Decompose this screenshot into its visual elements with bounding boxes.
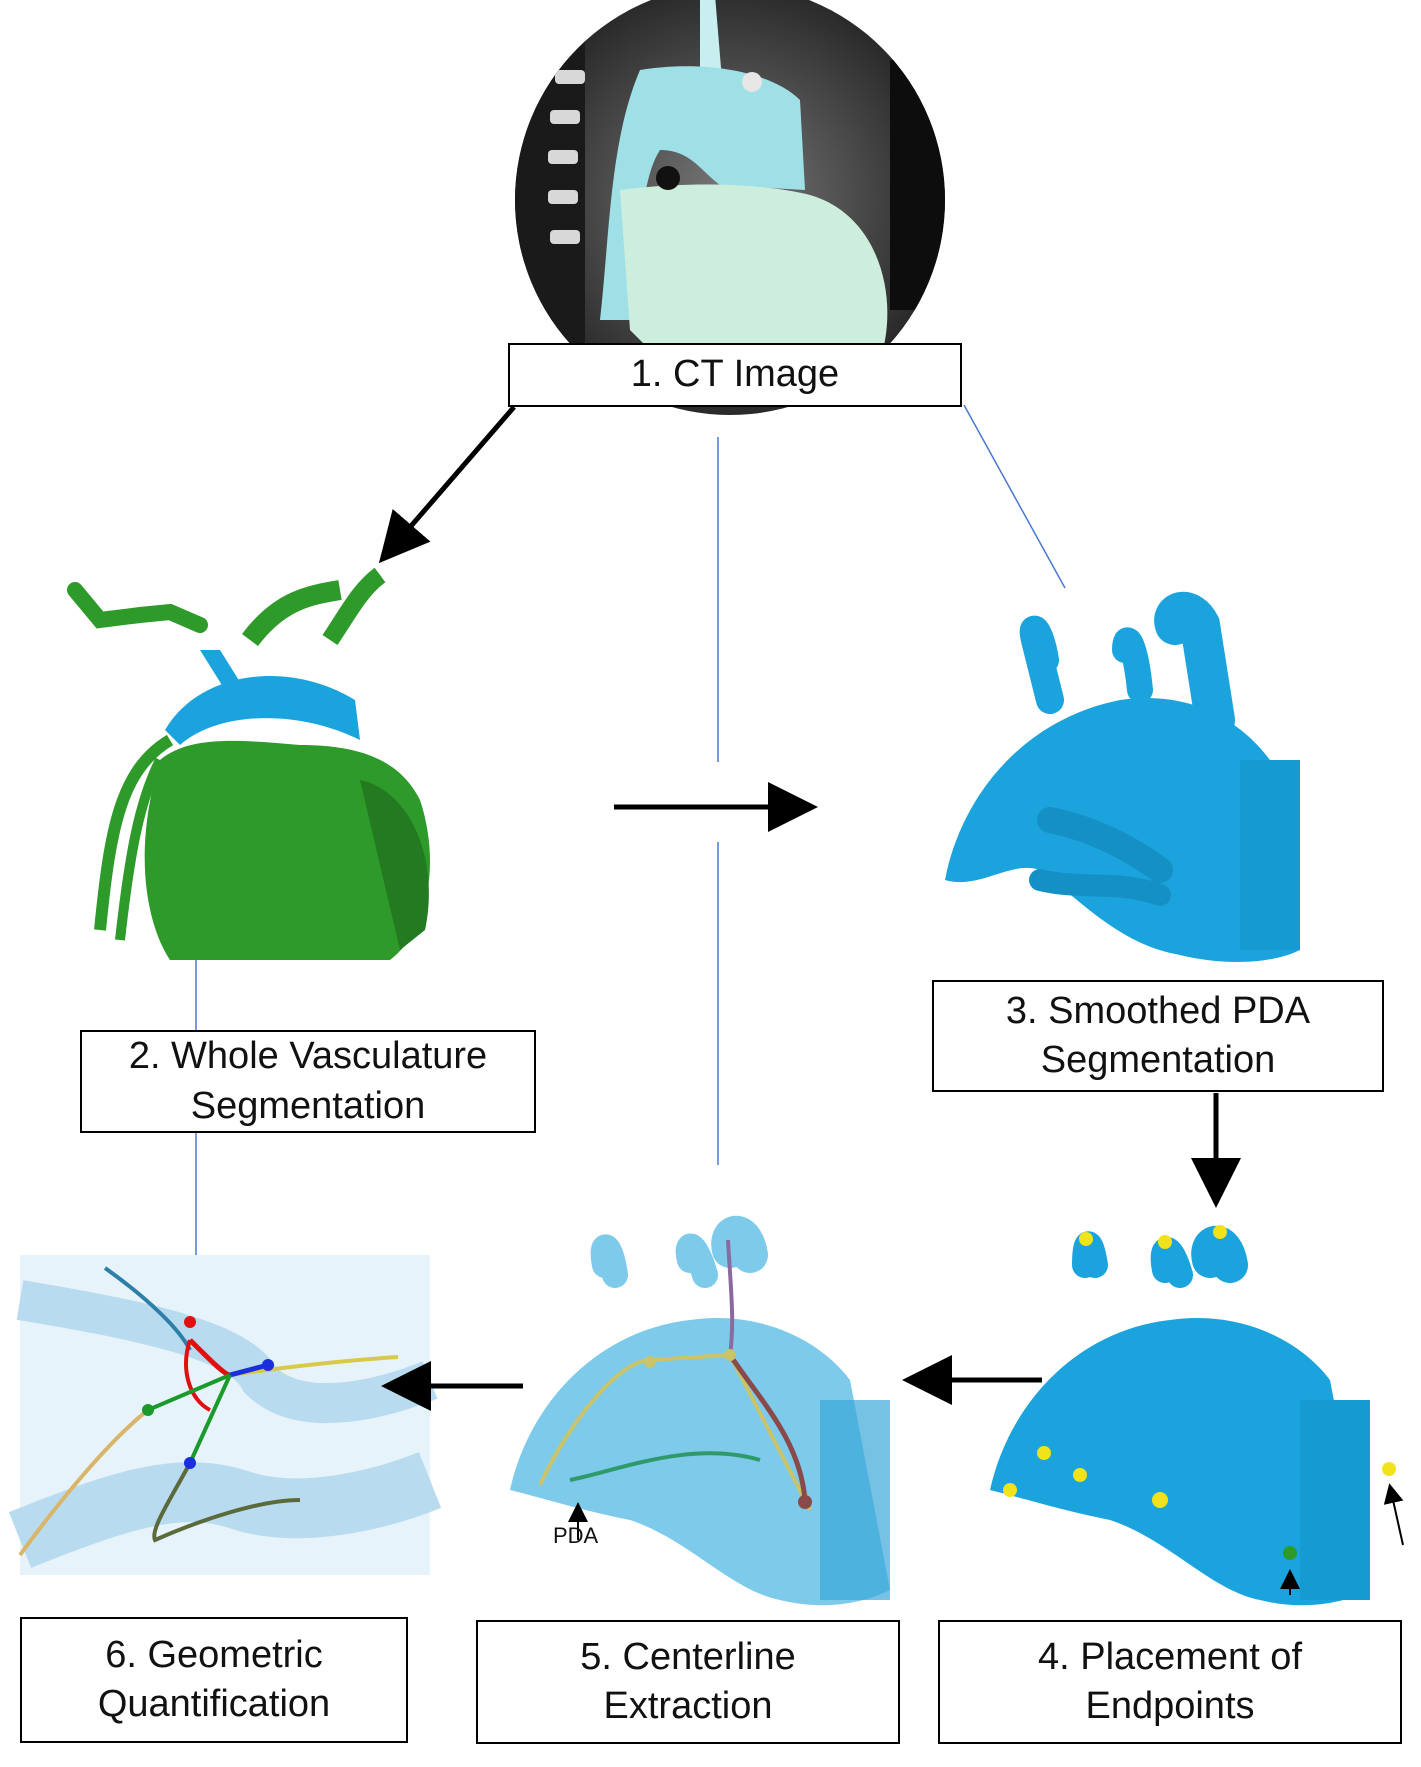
connector-lines xyxy=(195,404,1066,1255)
flow-arrows xyxy=(378,405,1241,1411)
step-1-label: 1. CT Image xyxy=(508,343,962,407)
step-3-label: 3. Smoothed PDA Segmentation xyxy=(932,980,1384,1092)
pda-annotation: PDA xyxy=(553,1523,599,1548)
step-1-text: 1. CT Image xyxy=(630,353,840,396)
centerline-render xyxy=(510,1215,890,1606)
whole-vasculature-render xyxy=(67,567,430,960)
step-6-text-line2: Quantification xyxy=(97,1683,331,1725)
endpoints-render xyxy=(990,1225,1404,1606)
step-2-text-line2: Segmentation xyxy=(190,1084,426,1127)
geometric-render xyxy=(8,1255,442,1575)
step-3-text-line2: Segmentation xyxy=(1040,1039,1276,1081)
step-5-text-line2: Extraction xyxy=(603,1685,773,1727)
step-6-text-line1: 6. Geometric xyxy=(105,1633,323,1676)
step-5-label: 5. Centerline Extraction xyxy=(476,1620,900,1744)
step-6-label: 6. Geometric Quantification xyxy=(20,1617,408,1743)
step-2-label: 2. Whole Vasculature Segmentation xyxy=(80,1030,536,1133)
step-3-text-line1: 3. Smoothed PDA xyxy=(1005,989,1311,1032)
step-4-label: 4. Placement of Endpoints xyxy=(938,1620,1402,1744)
step-4-text-line1: 4. Placement of xyxy=(1037,1635,1303,1678)
step-5-text-line1: 5. Centerline xyxy=(580,1635,796,1678)
smoothed-pda-render xyxy=(945,591,1300,962)
step-4-text-line2: Endpoints xyxy=(1085,1685,1255,1727)
step-2-text-line1: 2. Whole Vasculature xyxy=(128,1035,488,1078)
